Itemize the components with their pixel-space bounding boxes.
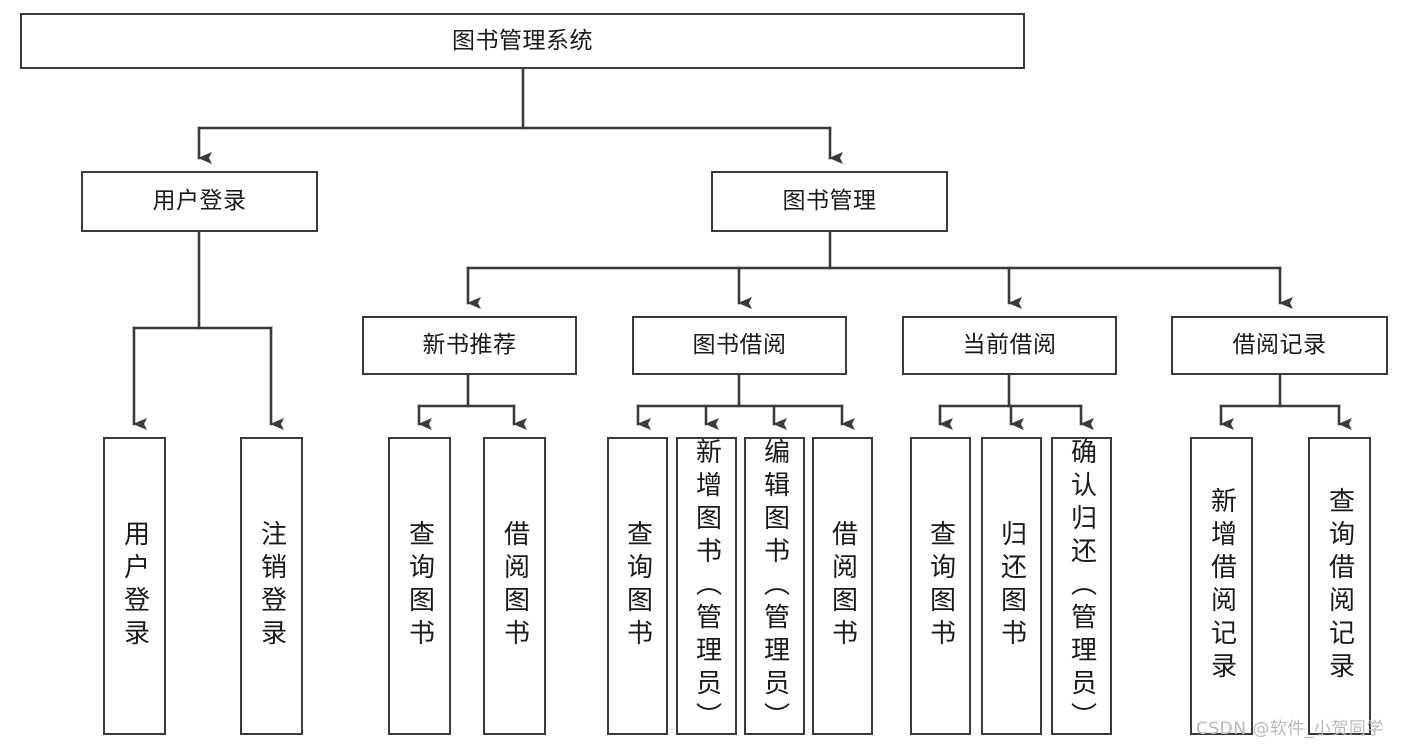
leaf-new-book-query[interactable]: 查询图书 <box>388 437 451 735</box>
node-label: 用户登录 <box>152 188 247 215</box>
leaf-current-borrow-confirm-return[interactable]: 确认归还（管理员） <box>1051 437 1112 735</box>
leaf-new-book-borrow[interactable]: 借阅图书 <box>483 437 546 735</box>
leaf-label: 查询借阅记录 <box>1324 487 1355 685</box>
node-book-management[interactable]: 图书管理 <box>711 171 948 232</box>
leaf-current-borrow-query[interactable]: 查询图书 <box>910 437 971 735</box>
leaf-label: 新增图书（管理员） <box>691 437 722 735</box>
node-label: 图书借阅 <box>692 332 787 359</box>
leaf-book-borrow-add[interactable]: 新增图书（管理员） <box>676 437 737 735</box>
leaf-label: 确认归还（管理员） <box>1066 437 1097 735</box>
leaf-book-borrow-edit[interactable]: 编辑图书（管理员） <box>744 437 805 735</box>
node-new-book-recommend[interactable]: 新书推荐 <box>362 316 577 375</box>
leaf-label: 归还图书 <box>996 520 1027 652</box>
leaf-book-borrow-query[interactable]: 查询图书 <box>607 437 668 735</box>
leaf-borrow-record-query[interactable]: 查询借阅记录 <box>1308 437 1371 735</box>
node-book-management-system[interactable]: 图书管理系统 <box>20 13 1025 69</box>
leaf-label: 用户登录 <box>119 520 150 652</box>
leaf-label: 查询图书 <box>404 520 435 652</box>
leaf-borrow-record-add[interactable]: 新增借阅记录 <box>1190 437 1253 735</box>
node-borrow-record[interactable]: 借阅记录 <box>1171 316 1388 375</box>
node-label: 图书管理系统 <box>452 27 593 54</box>
csdn-watermark: CSDN @软件_小贺同学 <box>1196 719 1384 739</box>
node-label: 图书管理 <box>782 188 877 215</box>
leaf-current-borrow-return[interactable]: 归还图书 <box>981 437 1042 735</box>
leaf-label: 新增借阅记录 <box>1206 487 1237 685</box>
node-book-borrow[interactable]: 图书借阅 <box>632 316 847 375</box>
leaf-label: 查询图书 <box>622 520 653 652</box>
node-current-borrow[interactable]: 当前借阅 <box>902 316 1117 375</box>
leaf-label: 借阅图书 <box>499 520 530 652</box>
leaf-book-borrow-borrow[interactable]: 借阅图书 <box>812 437 873 735</box>
leaf-label: 注销登录 <box>256 520 287 652</box>
node-label: 新书推荐 <box>422 332 517 359</box>
leaf-user-login-logout[interactable]: 注销登录 <box>240 437 303 735</box>
node-label: 当前借阅 <box>962 332 1057 359</box>
leaf-label: 编辑图书（管理员） <box>759 437 790 735</box>
leaf-label: 查询图书 <box>925 520 956 652</box>
node-user-login[interactable]: 用户登录 <box>81 171 318 232</box>
leaf-user-login-login[interactable]: 用户登录 <box>103 437 166 735</box>
leaf-label: 借阅图书 <box>827 520 858 652</box>
node-label: 借阅记录 <box>1232 332 1327 359</box>
